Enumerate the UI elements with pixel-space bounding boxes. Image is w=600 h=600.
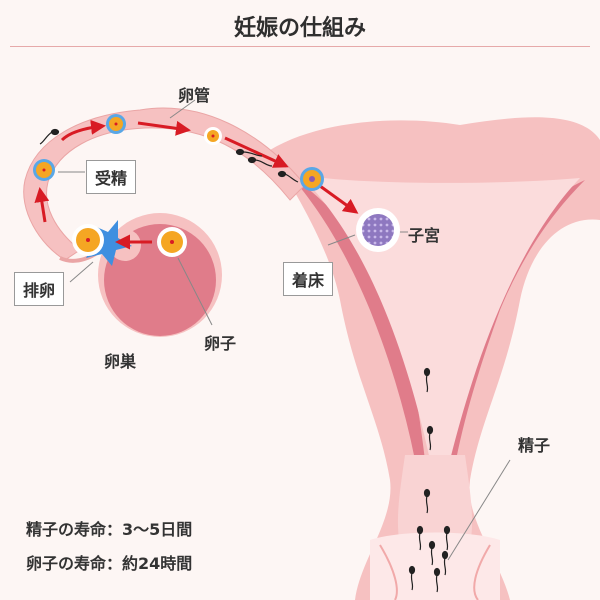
egg-lifespan: 卵子の寿命：約24時間 xyxy=(26,554,193,573)
label-implantation: 着床 xyxy=(283,262,334,296)
page-title: 妊娠の仕組み xyxy=(233,16,366,41)
egg-in-ovary xyxy=(157,227,187,257)
egg-tube-3 xyxy=(204,127,222,145)
label-egg: 卵子 xyxy=(204,334,237,353)
sperm-cells xyxy=(39,128,451,593)
egg-ovulated xyxy=(72,224,104,256)
egg-tube-1 xyxy=(33,159,55,181)
egg-tube-4 xyxy=(300,167,324,191)
title-divider xyxy=(10,46,590,47)
implanted-embryo xyxy=(356,208,400,252)
label-uterus: 子宮 xyxy=(408,226,441,245)
label-oviduct: 卵管 xyxy=(178,86,211,105)
egg-tube-2 xyxy=(106,114,126,134)
label-fertilization: 受精 xyxy=(86,160,137,194)
label-ovary: 卵巣 xyxy=(104,352,137,371)
label-sperm: 精子 xyxy=(518,436,551,455)
egg-cells xyxy=(33,114,324,257)
label-ovulation: 排卵 xyxy=(14,272,65,306)
sperm-lifespan: 精子の寿命：3～5日間 xyxy=(26,520,193,539)
uterus-body xyxy=(270,117,600,600)
